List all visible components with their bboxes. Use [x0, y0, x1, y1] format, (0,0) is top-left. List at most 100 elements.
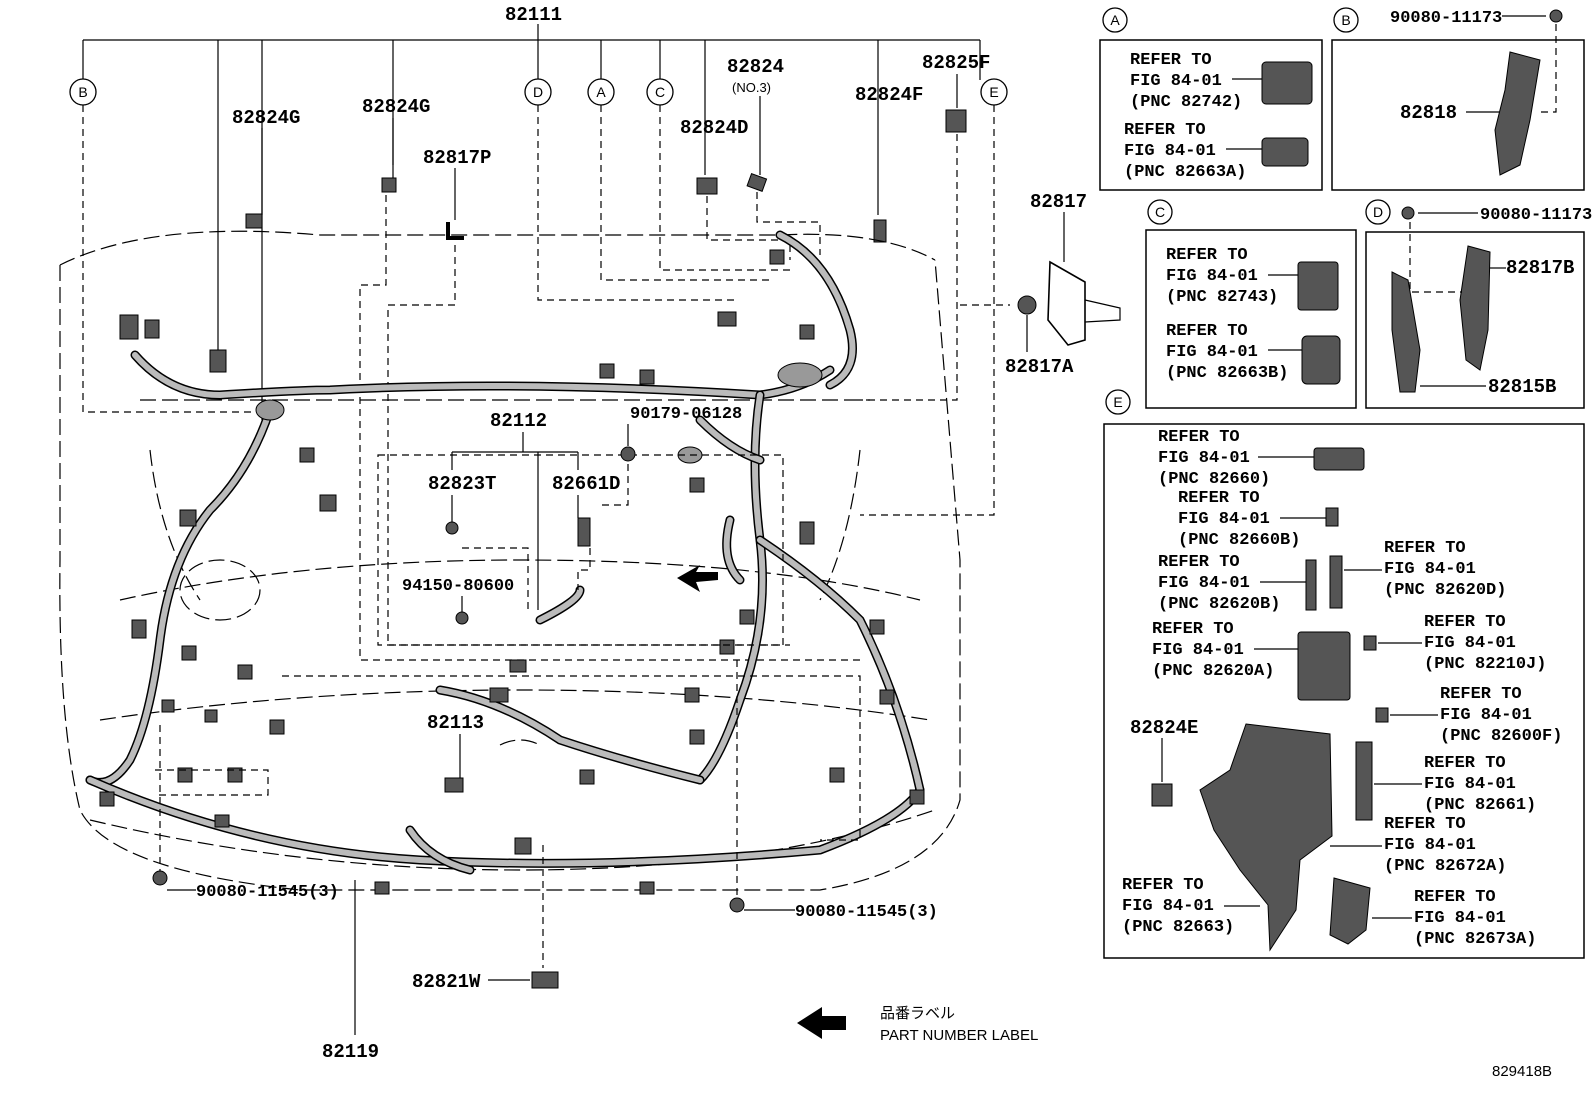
label-82817: 82817	[1030, 191, 1087, 213]
svg-text:(PNC 82660): (PNC 82660)	[1158, 470, 1270, 489]
svg-text:(PNC 82620A): (PNC 82620A)	[1152, 662, 1274, 681]
svg-text:E: E	[989, 84, 998, 100]
svg-text:82818: 82818	[1400, 102, 1457, 124]
label-82824d: 82824D	[680, 117, 748, 139]
label-position-arrow	[677, 565, 718, 592]
clip-82661d	[577, 517, 591, 547]
junction-block-82663	[1199, 723, 1333, 952]
callout-e: E	[980, 78, 1008, 106]
svg-text:D: D	[1373, 204, 1383, 220]
svg-text:(PNC 82620B): (PNC 82620B)	[1158, 595, 1280, 614]
svg-text:C: C	[655, 84, 665, 100]
legend-jp: 品番ラベル	[880, 1005, 955, 1022]
svg-text:FIG 84-01: FIG 84-01	[1152, 641, 1244, 660]
label-82821w: 82821W	[412, 971, 481, 993]
label-82817p: 82817P	[423, 147, 491, 169]
svg-text:FIG 84-01: FIG 84-01	[1424, 775, 1516, 794]
engine-detail-box	[155, 454, 861, 841]
relay-82661	[1355, 741, 1373, 821]
svg-text:A: A	[596, 84, 606, 100]
svg-text:REFER TO: REFER TO	[1384, 539, 1466, 558]
svg-text:FIG 84-01: FIG 84-01	[1124, 142, 1216, 161]
svg-text:(PNC 82210J): (PNC 82210J)	[1424, 655, 1546, 674]
svg-text:90080-11173: 90080-11173	[1480, 206, 1592, 225]
nut-90179	[620, 446, 636, 462]
label-82661d: 82661D	[552, 473, 620, 495]
svg-text:REFER TO: REFER TO	[1166, 322, 1248, 341]
svg-text:FIG 84-01: FIG 84-01	[1440, 706, 1532, 725]
svg-text:FIG 84-01: FIG 84-01	[1414, 909, 1506, 928]
svg-text:(PNC 82663B): (PNC 82663B)	[1166, 364, 1288, 383]
callout-b: B	[69, 78, 97, 106]
clip-82824e	[1151, 783, 1173, 807]
svg-text:(PNC 82660B): (PNC 82660B)	[1178, 531, 1300, 550]
svg-text:82815B: 82815B	[1488, 376, 1556, 398]
svg-text:REFER TO: REFER TO	[1130, 51, 1212, 70]
label-90080-left: 90080-11545(3)	[196, 883, 339, 902]
label-82824-note: (NO.3)	[732, 80, 771, 95]
svg-text:REFER TO: REFER TO	[1384, 815, 1466, 834]
svg-text:FIG 84-01: FIG 84-01	[1178, 510, 1270, 529]
relay-82620b	[1305, 559, 1317, 611]
label-82823t: 82823T	[428, 473, 496, 495]
svg-text:REFER TO: REFER TO	[1122, 876, 1204, 895]
connector-82743	[1297, 261, 1339, 311]
label-82113: 82113	[427, 712, 484, 734]
panel-a: A REFER TO FIG 84-01 (PNC 82742) REFER T…	[1099, 7, 1323, 191]
svg-text:82817B: 82817B	[1506, 257, 1574, 279]
svg-text:(PNC 82742): (PNC 82742)	[1130, 93, 1242, 112]
svg-text:REFER TO: REFER TO	[1166, 246, 1248, 265]
svg-text:FIG 84-01: FIG 84-01	[1158, 449, 1250, 468]
svg-text:REFER TO: REFER TO	[1158, 428, 1240, 447]
label-82824g-left: 82824G	[232, 107, 300, 129]
svg-text:C: C	[1155, 204, 1165, 220]
block-82825f	[945, 109, 967, 133]
svg-text:B: B	[78, 84, 87, 100]
clip-82824d	[696, 177, 718, 195]
diagram-code: 829418B	[1492, 1063, 1552, 1080]
legend-en: PART NUMBER LABEL	[880, 1027, 1038, 1044]
svg-text:FIG 84-01: FIG 84-01	[1384, 560, 1476, 579]
clip-82824f	[873, 219, 887, 243]
svg-text:(PNC 82672A): (PNC 82672A)	[1384, 857, 1506, 876]
svg-text:FIG 84-01: FIG 84-01	[1424, 634, 1516, 653]
label-82824g-mid: 82824G	[362, 96, 430, 118]
svg-text:82824E: 82824E	[1130, 717, 1198, 739]
bolt-90080-11173-d	[1401, 206, 1415, 220]
svg-text:B: B	[1341, 12, 1350, 28]
svg-text:REFER TO: REFER TO	[1424, 754, 1506, 773]
vehicle-body-outline	[59, 230, 961, 891]
panel-d: D 90080-11173 82817B 82815B	[1365, 199, 1592, 409]
terminal-82823t	[445, 521, 459, 535]
label-90179: 90179-06128	[630, 405, 742, 424]
svg-text:(PNC 82600F): (PNC 82600F)	[1440, 727, 1562, 746]
svg-text:(PNC 82661): (PNC 82661)	[1424, 796, 1536, 815]
bus-drops	[82, 40, 981, 420]
svg-text:REFER TO: REFER TO	[1414, 888, 1496, 907]
harness-connectors	[99, 249, 925, 895]
svg-text:REFER TO: REFER TO	[1152, 620, 1234, 639]
label-82824f: 82824F	[855, 84, 923, 106]
svg-text:(PNC 82743): (PNC 82743)	[1166, 288, 1278, 307]
clip-82824g-mid	[381, 177, 397, 193]
bolt-90080-11173-b	[1549, 9, 1563, 23]
callout-d: D	[524, 78, 552, 106]
clip-82600f	[1375, 707, 1389, 723]
label-82111: 82111	[505, 4, 562, 26]
svg-text:A: A	[1110, 12, 1120, 28]
svg-text:(PNC 82673A): (PNC 82673A)	[1414, 930, 1536, 949]
label-94150: 94150-80600	[402, 577, 514, 596]
bracket-82817	[1047, 260, 1086, 346]
connector-82663a	[1261, 137, 1309, 167]
clip-82210j	[1363, 635, 1377, 651]
svg-text:REFER TO: REFER TO	[1424, 613, 1506, 632]
label-82119: 82119	[322, 1041, 379, 1063]
svg-text:(PNC 82663A): (PNC 82663A)	[1124, 163, 1246, 182]
svg-text:FIG 84-01: FIG 84-01	[1130, 72, 1222, 91]
panel-c: C REFER TO FIG 84-01 (PNC 82743) REFER T…	[1145, 199, 1357, 409]
clip-82817p	[446, 222, 464, 240]
label-82825f: 82825F	[922, 52, 990, 74]
svg-text:(PNC 82620D): (PNC 82620D)	[1384, 581, 1506, 600]
connector-82663b	[1301, 335, 1341, 385]
